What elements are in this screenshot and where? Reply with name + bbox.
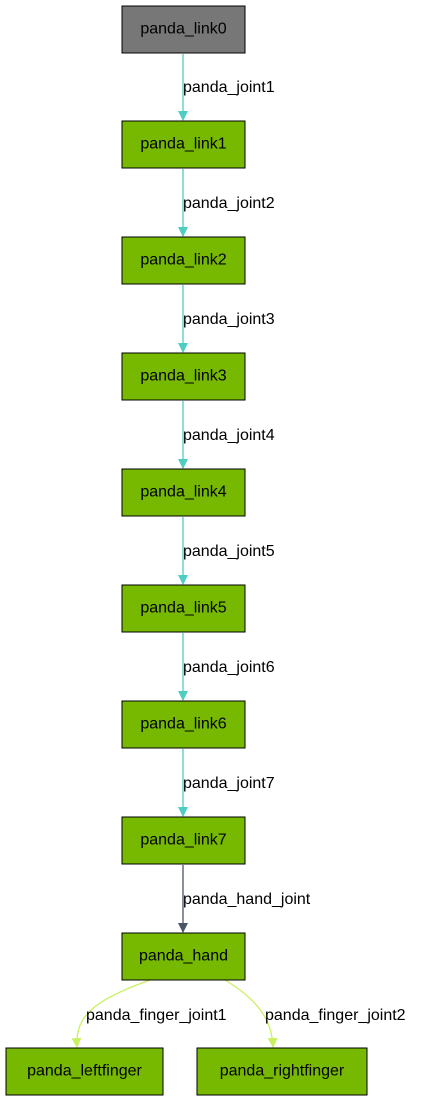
node-panda-link1[interactable]: panda_link1	[121, 120, 246, 169]
node-label: panda_link5	[140, 600, 226, 617]
node-box[interactable]	[196, 1047, 368, 1096]
node-panda-link4[interactable]: panda_link4	[121, 468, 246, 517]
node-box[interactable]	[121, 352, 246, 401]
edge-panda-finger-joint2: panda_finger_joint2	[224, 979, 406, 1048]
node-box[interactable]	[121, 816, 246, 865]
edge-label: panda_joint7	[183, 775, 275, 792]
node-panda-link5[interactable]: panda_link5	[121, 584, 246, 633]
node-panda-leftfinger[interactable]: panda_leftfinger	[5, 1047, 164, 1096]
node-label: panda_link3	[140, 368, 226, 385]
node-label: panda_link0	[140, 21, 226, 38]
node-label: panda_link7	[140, 832, 226, 849]
node-label: panda_hand	[139, 948, 228, 965]
node-box[interactable]	[121, 584, 246, 633]
node-panda-rightfinger[interactable]: panda_rightfinger	[196, 1047, 368, 1096]
node-box[interactable]	[121, 5, 246, 54]
edge-panda-joint1: panda_joint1	[178, 54, 275, 121]
edge-label: panda_joint5	[183, 543, 275, 560]
edge-panda-joint3: panda_joint3	[178, 285, 275, 353]
edge-label: panda_joint4	[183, 427, 275, 444]
node-panda-link2[interactable]: panda_link2	[121, 236, 246, 285]
nodes: panda_link0 panda_link1 panda_link2 pand…	[5, 5, 368, 1096]
node-box[interactable]	[121, 700, 246, 749]
node-panda-link3[interactable]: panda_link3	[121, 352, 246, 401]
edge-panda-joint2: panda_joint2	[178, 169, 275, 237]
node-panda-link6[interactable]: panda_link6	[121, 700, 246, 749]
node-label: panda_rightfinger	[220, 1063, 345, 1080]
node-panda-link7[interactable]: panda_link7	[121, 816, 246, 865]
edges: panda_joint1 panda_joint2 panda_joint3 p…	[71, 54, 406, 1048]
edge-label: panda_hand_joint	[183, 891, 311, 908]
edge-panda-finger-joint1: panda_finger_joint1	[71, 979, 227, 1048]
edge-panda-joint4: panda_joint4	[178, 401, 275, 469]
edge-label: panda_joint3	[183, 311, 275, 328]
edge-line	[224, 979, 278, 1048]
node-box[interactable]	[121, 468, 246, 517]
node-label: panda_link6	[140, 716, 226, 733]
edge-panda-joint5: panda_joint5	[178, 517, 275, 585]
node-label: panda_link4	[140, 484, 226, 501]
node-box[interactable]	[121, 120, 246, 169]
edge-label: panda_joint2	[183, 195, 275, 212]
edge-line	[71, 979, 151, 1048]
edge-label: panda_joint1	[183, 79, 275, 96]
node-panda-hand[interactable]: panda_hand	[121, 932, 246, 981]
node-box[interactable]	[5, 1047, 164, 1096]
node-box[interactable]	[121, 236, 246, 285]
edge-label: panda_joint6	[183, 659, 275, 676]
node-panda-link0[interactable]: panda_link0	[121, 5, 246, 54]
edge-label: panda_finger_joint2	[265, 1007, 406, 1024]
edge-panda-joint6: panda_joint6	[178, 633, 275, 701]
node-label: panda_link2	[140, 252, 226, 269]
edge-panda-hand-joint: panda_hand_joint	[178, 865, 311, 933]
node-box[interactable]	[121, 932, 246, 981]
edge-label: panda_finger_joint1	[86, 1007, 227, 1024]
edge-panda-joint7: panda_joint7	[178, 749, 275, 817]
node-label: panda_link1	[140, 136, 226, 153]
node-label: panda_leftfinger	[27, 1063, 142, 1080]
